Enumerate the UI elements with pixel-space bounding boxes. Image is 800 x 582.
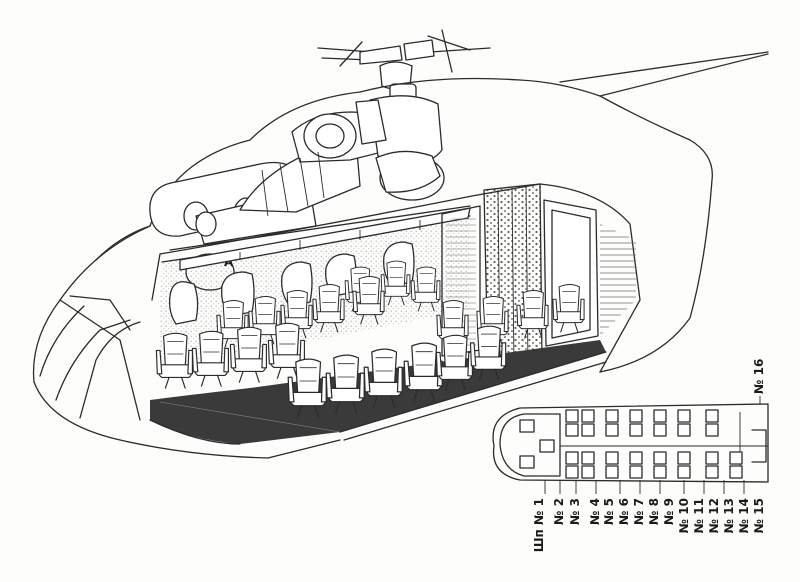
label-n14: № 14 — [737, 498, 751, 533]
label-n6: № 6 — [617, 498, 631, 525]
label-n7: № 7 — [632, 498, 646, 525]
rotor-hub — [317, 29, 491, 103]
fuselage-outline — [32, 51, 769, 459]
engines — [149, 95, 445, 245]
label-shp1: Шп № 1 — [532, 498, 546, 552]
seat-map-plan — [492, 396, 769, 494]
label-n9: № 9 — [662, 498, 676, 525]
seat-number-labels: Шп № 1 № 2 № 3 № 4 № 5 № 6 № 7 № 8 № 9 №… — [532, 359, 766, 553]
label-n2: № 2 — [552, 498, 566, 525]
label-n8: № 8 — [647, 498, 661, 525]
label-n11: № 11 — [692, 498, 706, 533]
label-n16: № 16 — [752, 359, 766, 394]
label-n3: № 3 — [568, 498, 582, 525]
seat-map-seats — [565, 409, 743, 479]
label-n12: № 12 — [707, 498, 721, 533]
label-n5: № 5 — [602, 498, 616, 525]
label-n10: № 10 — [677, 498, 691, 533]
label-n4: № 4 — [588, 498, 602, 525]
label-n15: № 15 — [752, 498, 766, 533]
label-n13: № 13 — [722, 498, 736, 533]
